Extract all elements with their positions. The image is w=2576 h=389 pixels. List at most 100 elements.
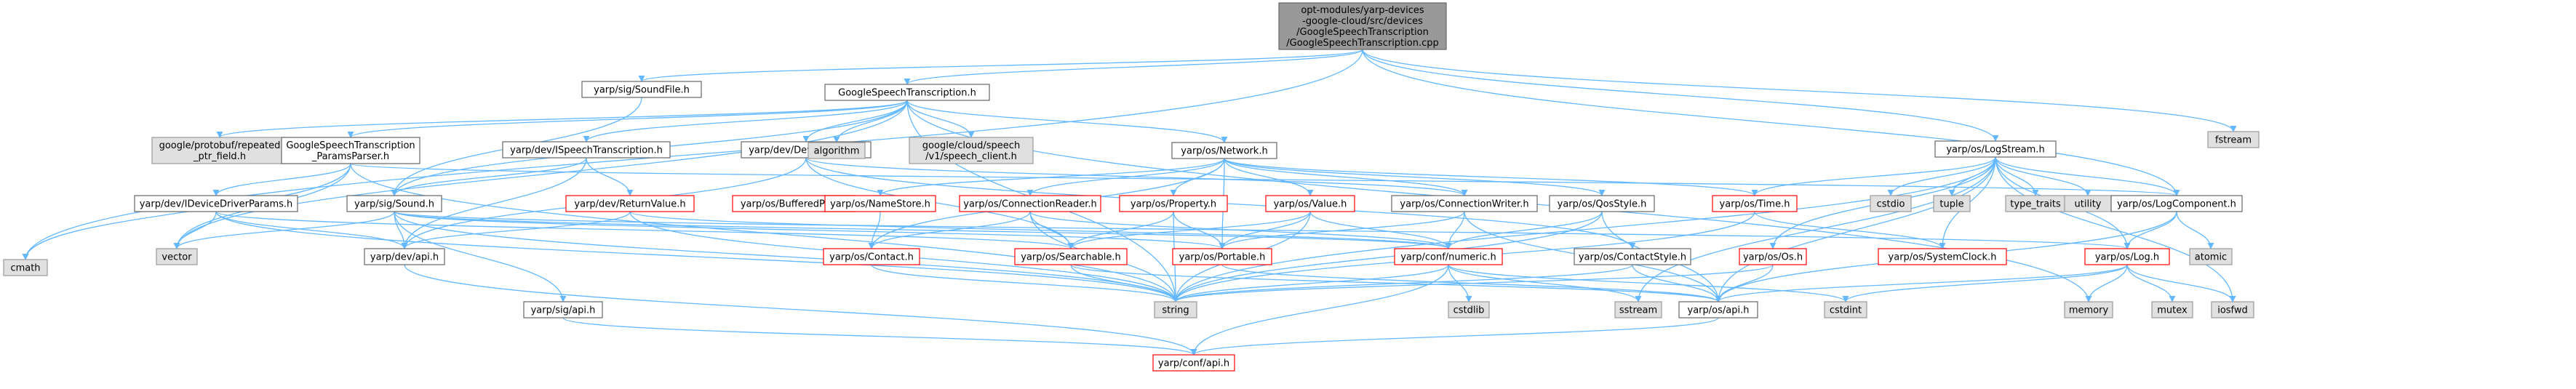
node-label: yarp/os/QosStyle.h	[1558, 199, 1647, 210]
node-qosstyle[interactable]: yarp/os/QosStyle.h	[1549, 195, 1655, 212]
node-label: opt-modules/yarp-devices	[1301, 5, 1424, 16]
node-box	[281, 137, 420, 164]
node-label: yarp/os/Searchable.h	[1021, 252, 1121, 263]
node-box	[364, 248, 445, 265]
node-label: memory	[2069, 305, 2109, 316]
edge-line	[1224, 158, 1758, 196]
edge-logh-to-cstdint	[1842, 264, 2128, 302]
node-label: yarp/os/ConnectionReader.h	[963, 199, 1097, 210]
node-label: fstream	[2215, 135, 2252, 146]
node-contact[interactable]: yarp/os/Contact.h	[823, 248, 920, 265]
node-vector: vector	[156, 248, 198, 265]
node-atomic: atomic	[2189, 248, 2233, 265]
node-box	[1278, 2, 1447, 50]
edge-logh-to-iosfwd	[2126, 264, 2236, 302]
node-fstream: fstream	[2207, 131, 2260, 148]
node-label: tuple	[1939, 199, 1963, 210]
edge-value-to-searchable	[1067, 211, 1311, 249]
node-box	[1152, 354, 1235, 372]
node-sound[interactable]: yarp/sig/Sound.h	[346, 195, 442, 212]
node-confapi[interactable]: yarp/conf/api.h	[1152, 354, 1235, 372]
node-soundfile[interactable]: yarp/sig/SoundFile.h	[581, 81, 702, 98]
node-ideviceparams[interactable]: yarp/dev/IDeviceDriverParams.h	[134, 195, 298, 212]
edge-line	[906, 100, 975, 138]
node-paramsparser[interactable]: GoogleSpeechTranscription_ParamsParser.h	[281, 137, 420, 164]
edge-line	[1362, 49, 1999, 142]
node-osh[interactable]: yarp/os/Os.h	[1739, 248, 1807, 265]
node-box	[823, 248, 920, 265]
node-sigapi[interactable]: yarp/sig/api.h	[523, 301, 603, 318]
edge-line	[404, 264, 1197, 356]
edge-line	[2176, 211, 2214, 249]
node-label: yarp/os/Value.h	[1274, 199, 1347, 210]
node-label: yarp/os/Time.h	[1720, 199, 1790, 210]
node-box	[2084, 248, 2170, 265]
edge-numeric-to-sstream	[1448, 264, 1642, 302]
edge-sound-to-devapi	[394, 211, 408, 249]
node-logcomponent[interactable]: yarp/os/LogComponent.h	[2110, 195, 2243, 212]
node-box	[1739, 248, 1807, 265]
node-logh[interactable]: yarp/os/Log.h	[2084, 248, 2170, 265]
node-root[interactable]: opt-modules/yarp-devices-google-cloud/sr…	[1278, 2, 1447, 50]
node-iosfwd: iosfwd	[2211, 301, 2254, 318]
edge-connreader-to-numeric	[1029, 211, 1452, 249]
node-searchable[interactable]: yarp/os/Searchable.h	[1014, 248, 1128, 265]
node-box	[1614, 301, 1662, 318]
edge-line	[173, 211, 217, 249]
node-box	[1172, 248, 1272, 265]
node-connwriter[interactable]: yarp/os/ConnectionWriter.h	[1391, 195, 1538, 212]
edge-line	[1224, 158, 1468, 196]
edge-logh-to-mutex	[2126, 264, 2176, 302]
node-logstream[interactable]: yarp/os/LogStream.h	[1934, 140, 2057, 158]
node-sstream: sstream	[1614, 301, 1662, 318]
node-osapi[interactable]: yarp/os/api.h	[1678, 301, 1758, 318]
node-contactstyle[interactable]: yarp/os/ContactStyle.h	[1574, 248, 1691, 265]
edge-numeric-to-confapi	[1190, 264, 1449, 356]
edge-numeric-to-cstdlib	[1448, 264, 1472, 302]
edge-line	[1070, 264, 1179, 302]
node-label: yarp/sig/Sound.h	[354, 199, 434, 210]
edge-gst_h-to-paramsparser	[347, 100, 908, 138]
edge-network-to-value	[1224, 158, 1314, 196]
node-returnvalue[interactable]: yarp/dev/ReturnValue.h	[565, 195, 695, 212]
edge-line	[1995, 156, 2180, 196]
node-box	[502, 141, 671, 159]
node-portable[interactable]: yarp/os/Portable.h	[1172, 248, 1272, 265]
edge-logstream-to-time	[1751, 156, 1996, 196]
node-namestore[interactable]: yarp/os/NameStore.h	[824, 195, 936, 212]
node-label: yarp/os/Log.h	[2095, 252, 2159, 263]
edge-logcomponent-to-atomic	[2176, 211, 2214, 249]
edge-gst_h-to-ispeech	[583, 100, 908, 143]
node-connreader[interactable]: yarp/os/ConnectionReader.h	[959, 195, 1101, 212]
node-gst_h[interactable]: GoogleSpeechTranscription.h	[824, 84, 990, 101]
edge-line	[871, 264, 1179, 302]
node-devapi[interactable]: yarp/dev/api.h	[364, 248, 445, 265]
node-box	[134, 195, 298, 212]
edge-ideviceparams-to-devapi	[215, 211, 408, 249]
node-label: string	[1162, 305, 1189, 316]
edge-line	[1754, 211, 1946, 249]
node-ispeech[interactable]: yarp/dev/ISpeechTranscription.h	[502, 141, 671, 159]
node-label: /GoogleSpeechTranscription.cpp	[1286, 38, 1439, 49]
edge-line	[1632, 264, 1722, 302]
edge-line	[1224, 158, 1606, 196]
edge-root-to-logcomponent	[1362, 49, 2180, 196]
node-time[interactable]: yarp/os/Time.h	[1712, 195, 1798, 212]
node-box	[1933, 195, 1971, 212]
node-box	[808, 142, 866, 159]
node-label: cmath	[10, 263, 40, 274]
node-box	[2064, 301, 2113, 318]
node-systemclock[interactable]: yarp/os/SystemClock.h	[1878, 248, 2007, 265]
node-cstdint: cstdint	[1824, 301, 1867, 318]
node-network[interactable]: yarp/os/Network.h	[1171, 142, 1277, 159]
node-label: yarp/os/Contact.h	[829, 252, 914, 263]
edge-line	[1219, 211, 1311, 249]
edge-value-to-numeric	[1309, 211, 1452, 249]
node-property[interactable]: yarp/os/Property.h	[1119, 195, 1228, 212]
edge-line	[1029, 211, 1452, 249]
node-numeric[interactable]: yarp/conf/numeric.h	[1394, 248, 1503, 265]
edge-logcomponent-to-logh	[2124, 211, 2177, 249]
node-label: iosfwd	[2217, 305, 2248, 316]
node-value[interactable]: yarp/os/Value.h	[1265, 195, 1355, 212]
node-bufferedport[interactable]: yarp/os/BufferedPort.h	[732, 195, 856, 212]
